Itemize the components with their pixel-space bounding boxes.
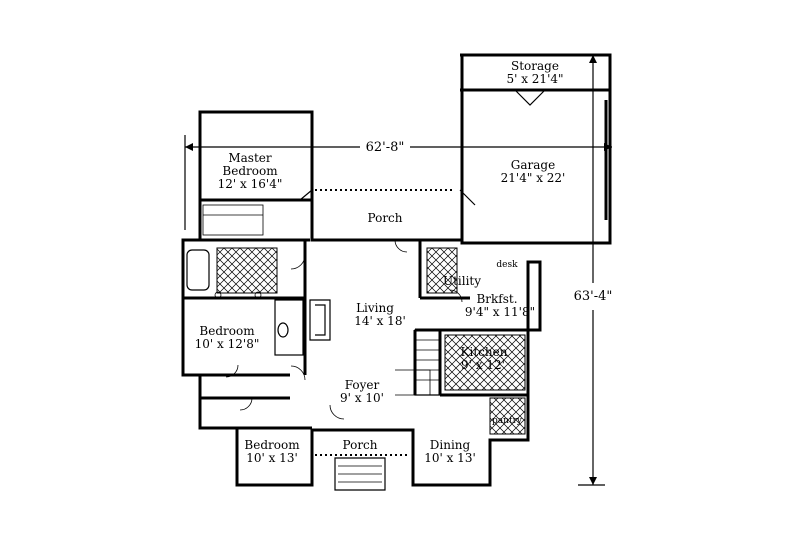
bedroom-left-size: 10' x 12'8"	[195, 337, 260, 351]
utility-name: Utility	[443, 274, 481, 288]
doors	[225, 239, 463, 420]
bedroom-front-name: Bedroom	[244, 438, 300, 452]
toilet	[277, 322, 289, 338]
overall-width: 62'-8"	[366, 140, 405, 155]
hatched-areas	[216, 247, 526, 435]
bedroom-left-name: Bedroom	[199, 324, 255, 338]
bedroom-front-size: 10' x 13'	[246, 451, 298, 465]
fireplace	[309, 299, 331, 341]
garage-name: Garage	[511, 158, 555, 172]
room-labels: Storage 5' x 21'4" Master Bedroom 12' x …	[195, 59, 566, 465]
living-size: 14' x 18'	[354, 314, 406, 328]
master-bedroom-name-2: Bedroom	[222, 164, 278, 178]
front-steps	[334, 457, 386, 491]
master-bedroom-name-1: Master	[228, 151, 272, 165]
living-name: Living	[356, 301, 394, 315]
storage-name: Storage	[511, 59, 559, 73]
brkfst-name: Brkfst.	[476, 292, 517, 306]
dimension-labels: 62'-8" 63'-4"	[360, 138, 618, 308]
brkfst-size: 9'4" x 11'8"	[465, 305, 535, 319]
front-porch-name: Porch	[343, 438, 378, 452]
desk-label: desk	[496, 260, 518, 270]
dining-size: 10' x 13'	[424, 451, 476, 465]
fixtures	[186, 89, 608, 491]
kitchen-name: Kitchen	[461, 345, 508, 359]
foyer-name: Foyer	[345, 378, 380, 392]
stair	[395, 329, 441, 396]
rear-porch-name: Porch	[368, 211, 403, 225]
dining-name: Dining	[430, 438, 471, 452]
overall-depth: 63'-4"	[574, 289, 613, 304]
storage-size: 5' x 21'4"	[506, 72, 563, 86]
master-bedroom-size: 12' x 16'4"	[218, 177, 283, 191]
garage-size: 21'4" x 22'	[501, 171, 566, 185]
pantry-label: pantry	[492, 416, 523, 426]
bathtub	[186, 249, 210, 291]
dimension-lines	[184, 55, 612, 486]
kitchen-size: 9' x 12'	[461, 358, 505, 372]
foyer-size: 9' x 10'	[340, 391, 384, 405]
